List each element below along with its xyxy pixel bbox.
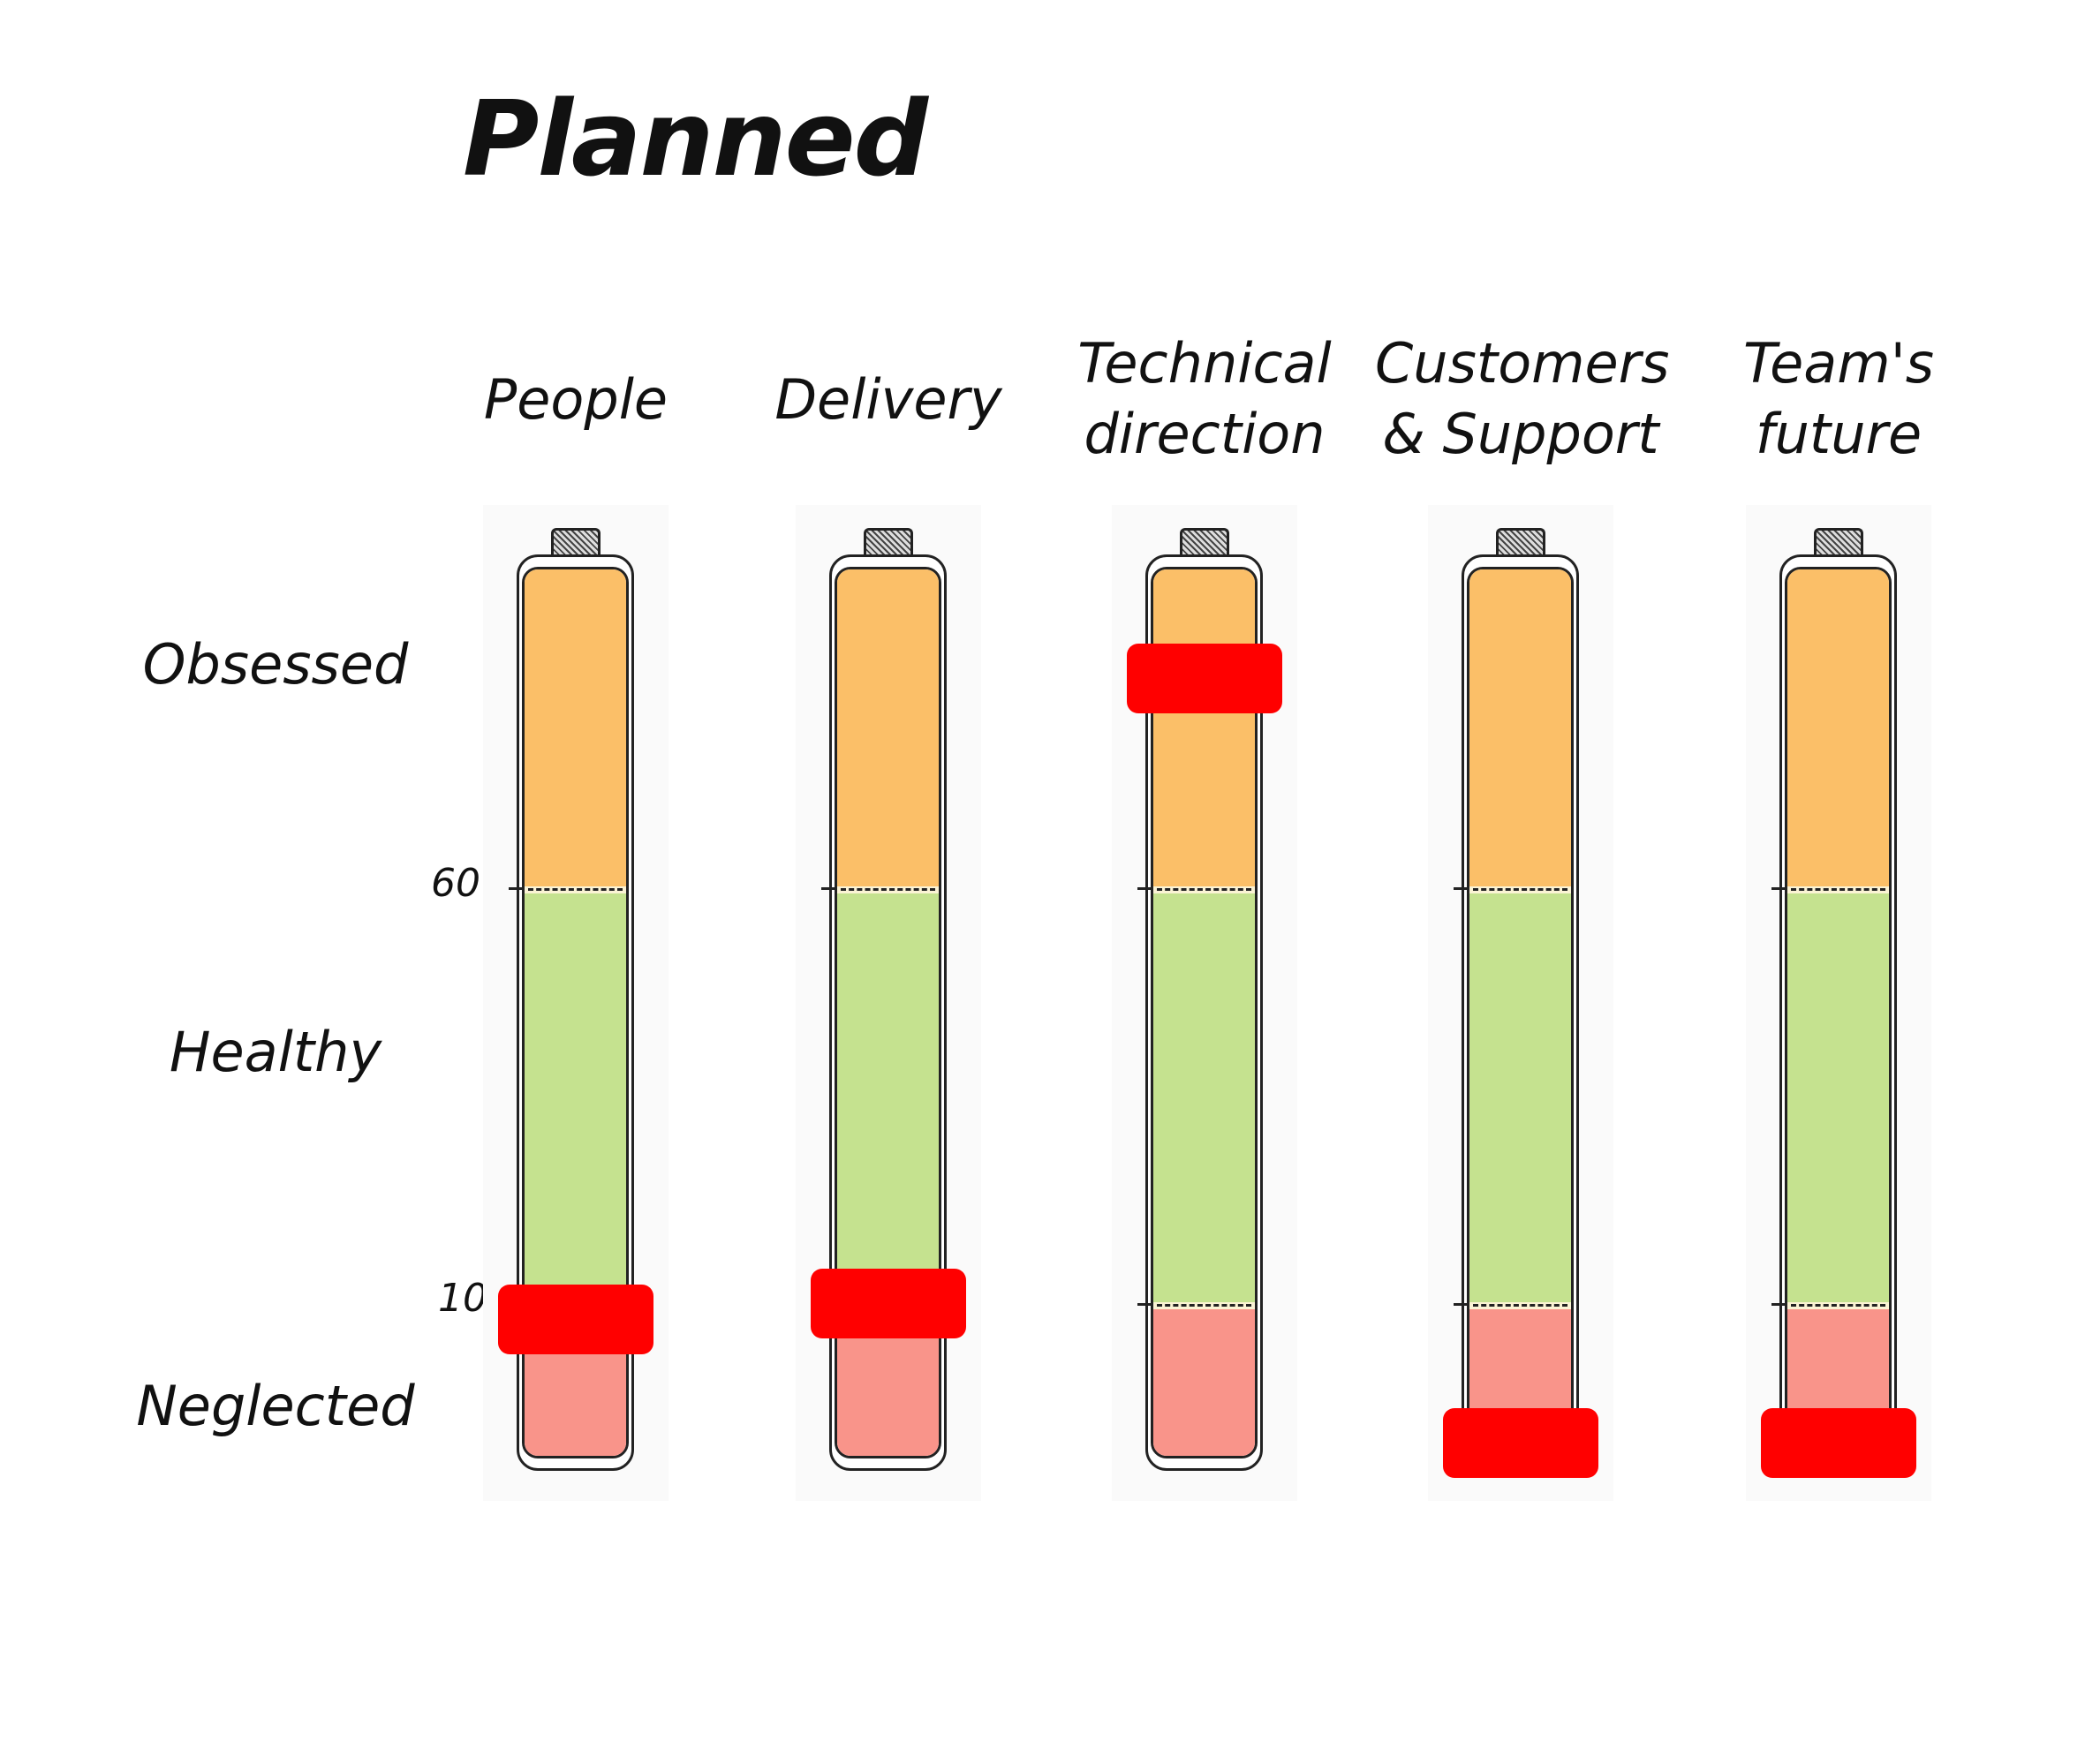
tick-mark-10 [1771, 1303, 1786, 1306]
battery-fill [1467, 567, 1574, 1458]
value-marker-delivery [811, 1269, 966, 1338]
zone-obsessed [1153, 569, 1255, 891]
tick-label-10: 10 [438, 1276, 487, 1321]
threshold-line-10 [1153, 1302, 1255, 1309]
battery-cap-icon [1496, 528, 1545, 557]
zone-obsessed [1787, 569, 1889, 891]
tick-mark-60 [1454, 887, 1468, 890]
category-label-line: Technical [1077, 331, 1332, 396]
zone-healthy [1153, 891, 1255, 1307]
chart-title: Planned [463, 78, 928, 200]
category-label-line: future [1755, 402, 1922, 466]
tick-label-60: 60 [431, 861, 480, 906]
zone-obsessed [525, 569, 626, 891]
tick-mark-60 [1771, 887, 1786, 890]
battery-cap-icon [1180, 528, 1229, 557]
category-label-people: People [430, 365, 721, 435]
category-label-line: Customers [1375, 331, 1670, 396]
threshold-line-60 [1153, 886, 1255, 893]
tick-mark-60 [821, 887, 835, 890]
zone-neglected [1153, 1307, 1255, 1456]
threshold-line-60 [525, 886, 626, 893]
threshold-line-60 [837, 886, 939, 893]
zone-label-healthy: Healthy [169, 1020, 382, 1084]
battery-cap-icon [551, 528, 601, 557]
battery-fill [1151, 567, 1258, 1458]
zone-healthy [525, 891, 626, 1307]
battery-fill [835, 567, 941, 1458]
threshold-line-10 [1787, 1302, 1889, 1309]
tick-mark-60 [1137, 887, 1152, 890]
category-label-line: Team's [1742, 331, 1935, 396]
threshold-line-10 [1469, 1302, 1571, 1309]
zone-obsessed [1469, 569, 1571, 891]
zone-obsessed [837, 569, 939, 891]
category-label-delivery: Delivery [743, 365, 1034, 435]
threshold-line-60 [1469, 886, 1571, 893]
category-label-line: & Support [1382, 402, 1659, 466]
battery-fill [1785, 567, 1892, 1458]
zone-label-obsessed: Obsessed [142, 632, 409, 697]
battery-cap-icon [864, 528, 913, 557]
category-label-line: direction [1084, 402, 1326, 466]
battery-cap-icon [1814, 528, 1863, 557]
value-marker-team-s-future [1761, 1407, 1916, 1478]
tick-mark-60 [509, 887, 523, 890]
category-label-line: People [483, 367, 669, 432]
zone-healthy [837, 891, 939, 1307]
zone-healthy [1787, 891, 1889, 1307]
value-marker-technical-direction [1127, 644, 1282, 714]
threshold-line-60 [1787, 886, 1889, 893]
tick-mark-10 [1454, 1303, 1468, 1306]
value-marker-people [498, 1284, 653, 1354]
value-marker-customers-support [1443, 1407, 1598, 1478]
zone-healthy [1469, 891, 1571, 1307]
category-label-line: Delivery [774, 367, 1002, 432]
category-label-customers-support: Customers& Support [1375, 328, 1670, 470]
tick-mark-10 [1137, 1303, 1152, 1306]
zone-label-neglected: Neglected [136, 1374, 415, 1438]
battery-fill [522, 567, 629, 1458]
